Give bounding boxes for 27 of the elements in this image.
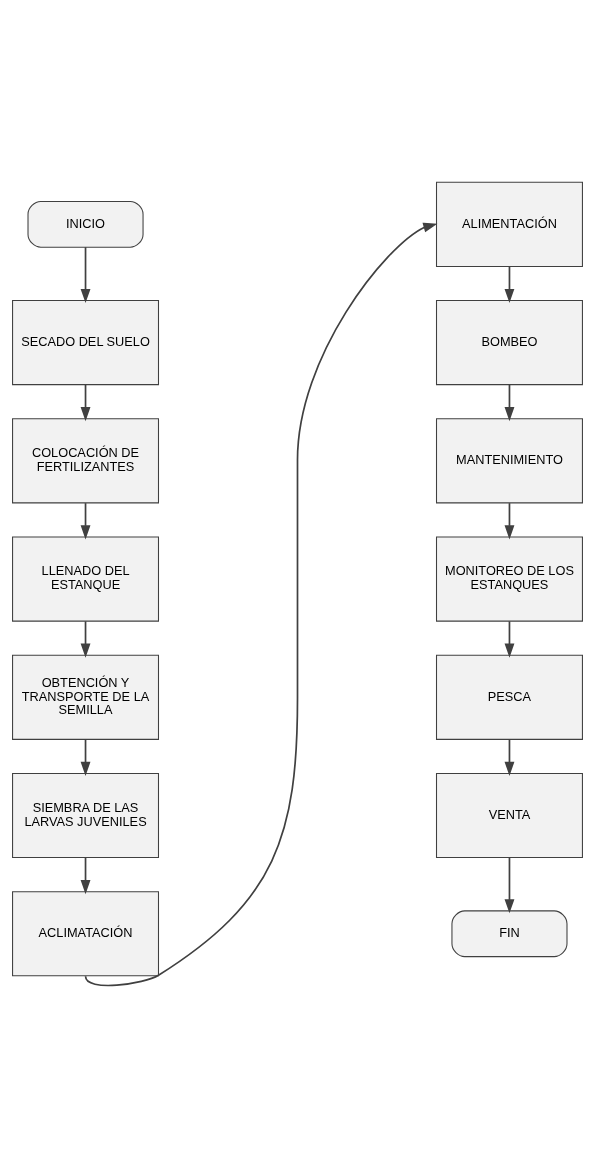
arrow	[504, 502, 515, 540]
node-box: OBTENCIÓN Y TRANSPORTE DE LA SEMILLA	[12, 654, 160, 740]
node-box: FIN	[451, 910, 568, 958]
node-box: ALIMENTACIÓN	[435, 181, 583, 267]
node-box: VENTA	[435, 772, 583, 859]
arrow	[80, 857, 91, 895]
arrow	[80, 502, 91, 540]
node-box: PESCA	[435, 654, 583, 740]
arrow	[504, 857, 515, 914]
arrow	[80, 246, 91, 304]
arrow	[504, 738, 515, 776]
node-box: ACLIMATACIÓN	[12, 891, 160, 977]
node-box: LLENADO DEL ESTANQUE	[12, 536, 160, 622]
node-box: BOMBEO	[435, 299, 583, 386]
arrow	[504, 620, 515, 658]
node-box: SECADO DEL SUELO	[12, 299, 160, 386]
node-box: INICIO	[27, 200, 144, 248]
arrow	[504, 384, 515, 422]
node-box: COLOCACIÓN DE FERTILIZANTES	[12, 418, 160, 504]
node-box: SIEMBRA DE LAS LARVAS JUVENILES	[12, 772, 160, 859]
arrow	[504, 265, 515, 303]
arrow	[80, 738, 91, 776]
arrow	[84, 222, 438, 987]
arrow	[80, 384, 91, 422]
node-box: MONITOREO DE LOS ESTANQUES	[435, 536, 583, 622]
node-box: MANTENIMIENTO	[435, 418, 583, 504]
arrow	[80, 620, 91, 658]
